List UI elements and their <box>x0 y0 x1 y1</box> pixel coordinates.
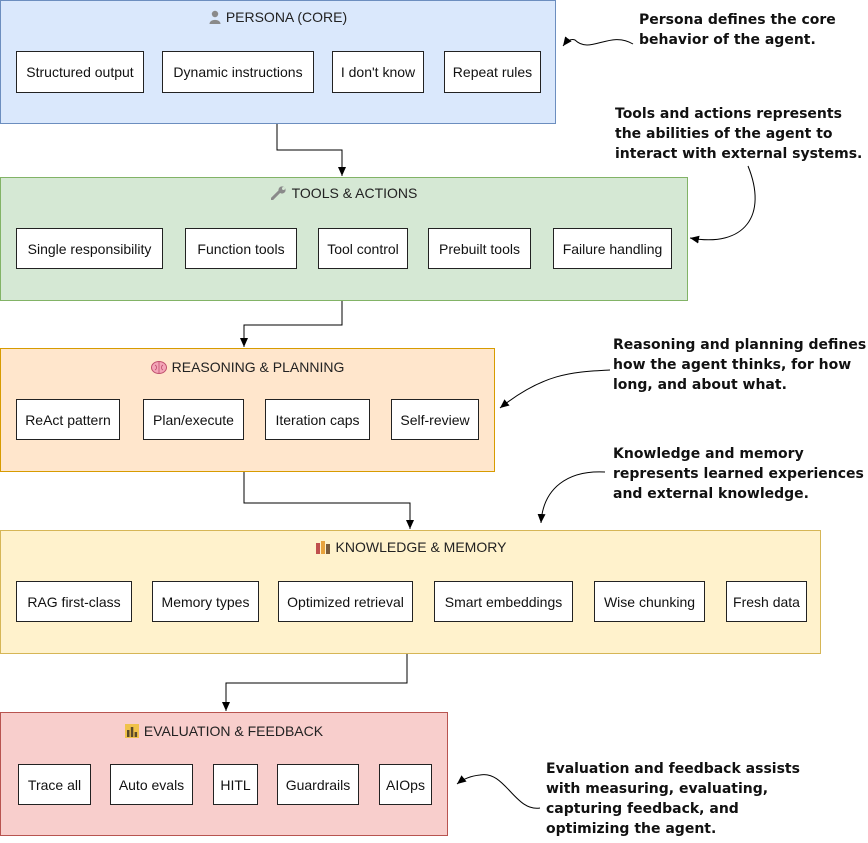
callout-reasoning: Reasoning and planning defines how the a… <box>613 337 867 393</box>
tools-title: TOOLS & ACTIONS <box>1 185 687 201</box>
callout-arrow-persona <box>562 36 634 47</box>
reasoning-item: Self-review <box>391 399 479 440</box>
knowledge-title: KNOWLEDGE & MEMORY <box>1 539 820 555</box>
evaluation-item: AIOps <box>379 764 432 805</box>
persona-item: Dynamic instructions <box>162 51 314 93</box>
persona-panel: PERSONA (CORE) Structured output Dynamic… <box>0 0 556 124</box>
callout-arrow-knowledge <box>537 471 606 524</box>
persona-item: Structured output <box>16 51 144 93</box>
callout-arrow-reasoning <box>499 369 611 409</box>
persona-title: PERSONA (CORE) <box>1 9 555 25</box>
books-icon <box>315 540 331 554</box>
connector-knowledge-to-evaluation <box>222 654 408 711</box>
tools-item: Tool control <box>318 228 408 269</box>
knowledge-item: RAG first-class <box>16 581 132 622</box>
persona-item: Repeat rules <box>444 51 541 93</box>
connector-tools-to-reasoning <box>240 301 343 347</box>
reasoning-panel: REASONING & PLANNING ReAct pattern Plan/… <box>0 348 495 472</box>
persona-item: I don't know <box>332 51 424 93</box>
callout-tools: Tools and actions represents the abiliti… <box>615 106 863 162</box>
callout-evaluation: Evaluation and feedback assists with mea… <box>546 761 800 837</box>
callout-arrow-tools <box>689 165 756 244</box>
evaluation-item: HITL <box>213 764 258 805</box>
brain-icon <box>150 360 167 374</box>
tools-item: Single responsibility <box>16 228 163 269</box>
reasoning-item: ReAct pattern <box>16 399 120 440</box>
callout-persona: Persona defines the core behavior of the… <box>639 12 836 48</box>
reasoning-title: REASONING & PLANNING <box>1 359 494 375</box>
tools-item: Failure handling <box>553 228 672 269</box>
reasoning-item: Plan/execute <box>143 399 244 440</box>
tools-item: Prebuilt tools <box>428 228 531 269</box>
tools-panel: TOOLS & ACTIONS Single responsibility Fu… <box>0 177 688 301</box>
knowledge-item: Memory types <box>152 581 259 622</box>
knowledge-item: Optimized retrieval <box>278 581 413 622</box>
knowledge-panel: KNOWLEDGE & MEMORY RAG first-class Memor… <box>0 530 821 654</box>
knowledge-item: Fresh data <box>726 581 807 622</box>
callout-knowledge: Knowledge and memory represents learned … <box>613 446 864 502</box>
evaluation-item: Trace all <box>18 764 91 805</box>
connector-reasoning-to-knowledge <box>243 472 414 529</box>
person-icon <box>209 10 221 24</box>
evaluation-panel: EVALUATION & FEEDBACK Trace all Auto eva… <box>0 712 448 836</box>
wrench-icon <box>270 186 287 200</box>
evaluation-title: EVALUATION & FEEDBACK <box>1 723 447 739</box>
reasoning-item: Iteration caps <box>265 399 370 440</box>
evaluation-item: Auto evals <box>110 764 193 805</box>
callout-arrow-evaluation <box>456 774 541 809</box>
connector-persona-to-tools <box>276 124 346 176</box>
bar-chart-icon <box>124 724 139 738</box>
tools-item: Function tools <box>185 228 297 269</box>
evaluation-item: Guardrails <box>277 764 359 805</box>
knowledge-item: Wise chunking <box>594 581 705 622</box>
knowledge-item: Smart embeddings <box>434 581 573 622</box>
